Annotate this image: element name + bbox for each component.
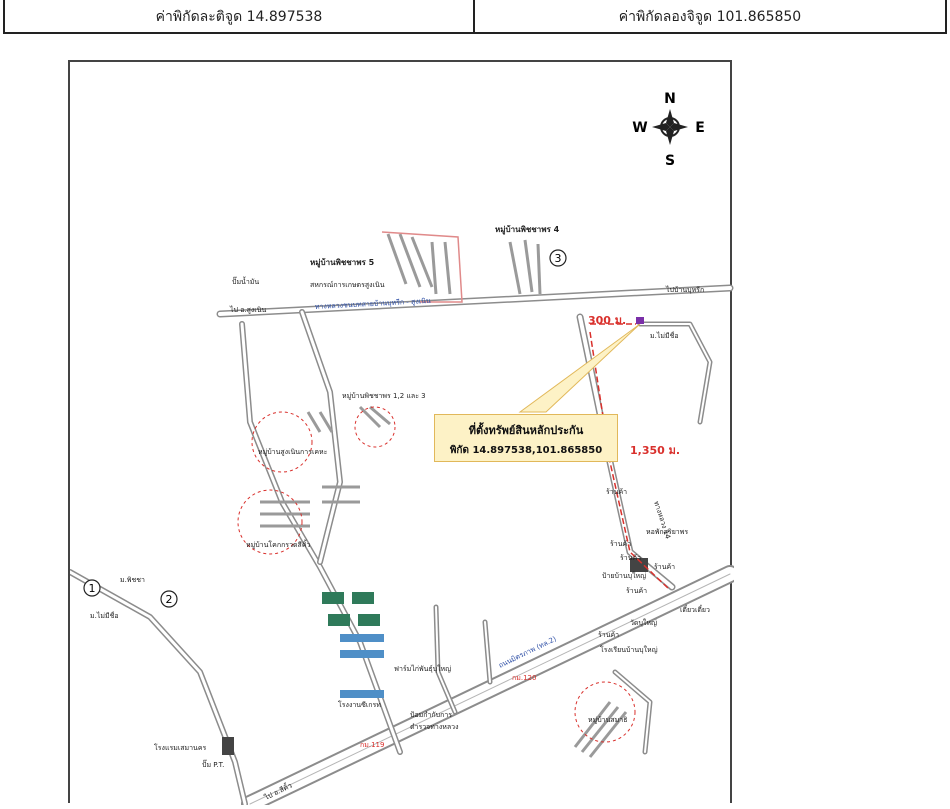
label-gas-top: ปั๊มน้ำมัน bbox=[232, 275, 259, 286]
callout-pointer bbox=[518, 323, 641, 413]
label-no-name-left: ม.ไม่มีชื่อ bbox=[90, 611, 119, 620]
label-phichaya4: หมู่บ้านพิชชาพร 4 bbox=[495, 224, 560, 235]
label-chicken-farm: ฟาร์มไก่พันธุ์บุใหญ่ bbox=[394, 664, 451, 673]
marker-2: 2 bbox=[166, 593, 173, 606]
compass-e: E bbox=[695, 120, 705, 136]
label-factory: โรงงานซีเกรท bbox=[338, 700, 381, 709]
label-no-name-top: ม.ไม่มีชื่อ bbox=[650, 331, 679, 340]
roads bbox=[67, 284, 739, 809]
label-gas-pt: ปั๊ม P.T. bbox=[202, 759, 224, 769]
map-canvas: N S E W 3 1 2 300 ม. 1,350 ม. ทางหลวงชนบ… bbox=[67, 91, 739, 809]
callout-title: ที่ตั้งทรัพย์สินหลักประกัน bbox=[468, 424, 584, 437]
property-marker bbox=[636, 317, 644, 324]
longitude-cell: ค่าพิกัดลองจิจูด 101.865850 bbox=[475, 0, 947, 34]
compass-w: W bbox=[632, 120, 647, 136]
village-circles bbox=[237, 406, 636, 743]
coordinate-header: ค่าพิกัดละติจูด 14.897538 ค่าพิกัดลองจิจ… bbox=[0, 0, 950, 36]
label-km120: กม.120 bbox=[512, 674, 536, 682]
marker-3: 3 bbox=[555, 252, 562, 265]
label-shop6: ร้านค้า bbox=[598, 631, 619, 639]
location-map: N S E W 3 1 2 300 ม. 1,350 ม. ทางหลวงชนบ… bbox=[67, 60, 739, 809]
label-to-village: ไปบ้านบุหรีก bbox=[665, 285, 704, 294]
callout-coordinates: พิกัด 14.897538,101.865850 bbox=[449, 445, 603, 456]
distance-lines bbox=[589, 323, 671, 591]
label-shop4: ร้านค้า bbox=[654, 563, 675, 571]
place-labels: หมู่บ้านพิชชาพร 5 สหกรณ์การเกษตรสูงเนิน … bbox=[90, 224, 710, 769]
compass-s: S bbox=[665, 153, 675, 169]
latitude-cell: ค่าพิกัดละติจูด 14.897538 bbox=[3, 0, 475, 34]
label-phichaya5: หมู่บ้านพิชชาพร 5 bbox=[310, 257, 375, 268]
label-hostel: หอพักสุริยาพร bbox=[646, 528, 688, 536]
village-blocks bbox=[260, 231, 628, 758]
distance-300: 300 ม. bbox=[588, 314, 626, 327]
distance-1350: 1,350 ม. bbox=[630, 444, 680, 457]
label-to-sungnoen: ไป อ.สูงเนิน bbox=[229, 305, 266, 314]
label-km119: กม.119 bbox=[360, 741, 384, 749]
label-phichaya-left: ม.พิชชา bbox=[120, 576, 145, 584]
numbered-markers bbox=[83, 249, 567, 608]
label-shop2: ร้านค้า bbox=[610, 540, 631, 548]
label-village-a: หมู่บ้านสูงเนินการเคหะ bbox=[258, 448, 328, 456]
label-bus-stop: ป้ายบ้านบุใหญ่ bbox=[602, 571, 646, 580]
label-village-c: หมู่บ้านสมาธิ bbox=[588, 716, 627, 724]
label-school: โรงเรียนบ้านบุใหญ่ bbox=[600, 645, 658, 654]
property-callout: ที่ตั้งทรัพย์สินหลักประกัน พิกัด 14.8975… bbox=[434, 414, 618, 462]
marker-1: 1 bbox=[89, 582, 96, 595]
compass-n: N bbox=[664, 91, 676, 107]
compass-rose: N S E W bbox=[632, 91, 705, 169]
label-police-box: ป้อมกำกับการ bbox=[410, 711, 452, 719]
label-noodle: เตี๋ยวเตี๋ยว bbox=[680, 605, 710, 614]
label-shop1: ร้านค้า bbox=[606, 488, 627, 496]
label-temple: วัดบุใหญ่ bbox=[630, 618, 657, 627]
label-police: ตำรวจทางหลวง bbox=[410, 723, 458, 731]
label-coop: สหกรณ์การเกษตรสูงเนิน bbox=[310, 281, 385, 289]
label-shop5: ร้านค้า bbox=[626, 587, 647, 595]
label-phichaya123: หมู่บ้านพิชชาพร 1,2 และ 3 bbox=[342, 392, 426, 400]
label-hotel: โรงแรมเสมานคร bbox=[154, 743, 207, 752]
label-village-b: หมู่บ้านโคกกรวดสีคิ้ว bbox=[246, 538, 310, 549]
label-shop3: ร้านค้า bbox=[620, 554, 641, 562]
buildings bbox=[222, 558, 648, 755]
